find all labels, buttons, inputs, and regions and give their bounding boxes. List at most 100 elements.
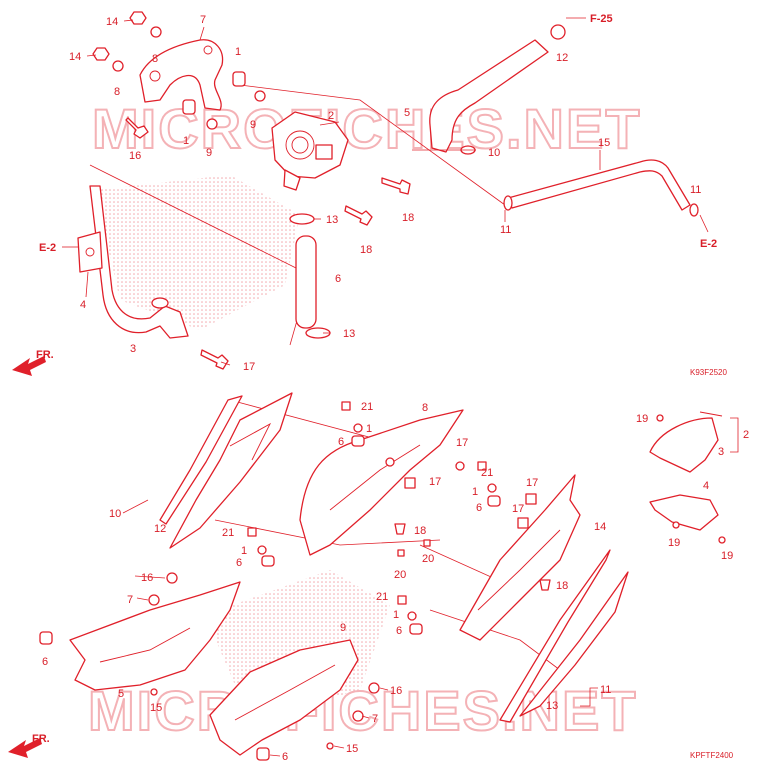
callout-label: 3 xyxy=(718,446,724,458)
callout-label: 12 xyxy=(154,523,166,535)
grommet-part-7[interactable] xyxy=(148,594,160,606)
leader-line xyxy=(220,361,231,366)
collar-part-9[interactable] xyxy=(206,118,218,130)
front-arrow-icon xyxy=(12,356,46,376)
grommet-part-1[interactable] xyxy=(182,99,196,115)
callout-label: 1 xyxy=(366,423,372,435)
grommet-part-7[interactable] xyxy=(352,710,364,722)
callout-label: 6 xyxy=(42,656,48,668)
screw-part-21[interactable] xyxy=(341,401,351,411)
callout-label: 18 xyxy=(414,525,426,537)
nut-part-14[interactable] xyxy=(129,11,147,25)
screw-part-21[interactable] xyxy=(247,527,257,537)
bracket-part-7[interactable] xyxy=(139,39,224,111)
cover-crease xyxy=(99,627,191,663)
washer-part-8[interactable] xyxy=(150,26,162,38)
side-cover-part-9[interactable] xyxy=(209,639,359,756)
side-cover-part-11[interactable] xyxy=(499,549,611,723)
callout-label: 1 xyxy=(472,486,478,498)
callout-label: 17 xyxy=(429,476,441,488)
clip-part-11[interactable] xyxy=(689,203,699,217)
grommet-part-1[interactable] xyxy=(353,423,363,433)
bolt-part-17[interactable] xyxy=(455,461,465,471)
grommet-part-1[interactable] xyxy=(257,545,267,555)
bolt-part-18[interactable] xyxy=(381,177,411,195)
cover-part-3[interactable] xyxy=(649,417,719,473)
clamp-part-13[interactable] xyxy=(289,213,315,225)
callout-label: 7 xyxy=(200,14,206,26)
callout-label: 16 xyxy=(141,572,153,584)
grommet-part-1[interactable] xyxy=(232,71,246,87)
screw-part-18[interactable] xyxy=(394,523,406,535)
callout-label: 11 xyxy=(500,224,511,236)
callout-label: 7 xyxy=(372,713,378,725)
callout-label: 15 xyxy=(150,702,162,714)
screw-part-19[interactable] xyxy=(672,521,680,529)
upper-references: F-25 E-2 E-2 FR. K93F2520 xyxy=(12,13,727,377)
bolt-part-17[interactable] xyxy=(525,493,537,505)
callout-label: 12 xyxy=(556,52,568,64)
bracket-hole xyxy=(85,247,95,257)
cover-crease xyxy=(234,664,336,721)
nut-part-14[interactable] xyxy=(92,47,110,61)
callout-label: 7 xyxy=(127,594,133,606)
hose-part-6[interactable] xyxy=(295,235,317,329)
callout-label: 21 xyxy=(222,527,234,539)
bolt-part-16[interactable] xyxy=(125,117,149,139)
washer-part-8[interactable] xyxy=(112,60,124,72)
screw-part-21[interactable] xyxy=(477,461,487,471)
valve-housing xyxy=(315,144,333,160)
callout-label: 20 xyxy=(394,569,406,581)
bracket-part-4[interactable] xyxy=(77,231,103,273)
bolt-part-16[interactable] xyxy=(368,682,380,694)
screw-part-18[interactable] xyxy=(539,579,551,591)
clip-part-12[interactable] xyxy=(550,24,566,40)
bolt-part-17[interactable] xyxy=(517,517,529,529)
callout-label: 5 xyxy=(118,688,124,700)
clip-part-11[interactable] xyxy=(503,195,513,211)
screw-part-19[interactable] xyxy=(718,536,726,544)
grommet-part-1[interactable] xyxy=(407,611,417,621)
hose-part-5[interactable] xyxy=(429,39,549,153)
grommet-part-1[interactable] xyxy=(487,483,497,493)
ref-arrow xyxy=(699,214,709,233)
bolt-part-17[interactable] xyxy=(404,477,416,489)
pipe-part-15[interactable] xyxy=(507,159,691,211)
collar-part-9[interactable] xyxy=(254,90,266,102)
callout-label: 13 xyxy=(343,328,355,340)
nut-part-6[interactable] xyxy=(409,623,423,635)
screw-part-15[interactable] xyxy=(150,688,158,696)
frame-cover-part-14[interactable] xyxy=(459,474,581,641)
ref-e2-right: E-2 xyxy=(700,238,717,250)
nut-part-6[interactable] xyxy=(261,555,275,567)
screw-part-19[interactable] xyxy=(656,414,664,422)
callout-label: 21 xyxy=(376,591,388,603)
screw-part-15[interactable] xyxy=(326,742,334,750)
screw-part-20[interactable] xyxy=(423,539,431,547)
callout-label: 1 xyxy=(393,609,399,621)
leader-bracket xyxy=(580,687,598,707)
bolt-part-16[interactable] xyxy=(166,572,178,584)
valve-part-2[interactable] xyxy=(271,111,349,179)
callout-label: 18 xyxy=(556,580,568,592)
side-cover-part-12[interactable] xyxy=(169,392,293,549)
grommet-part-6[interactable] xyxy=(256,747,270,761)
grommet-part-6[interactable] xyxy=(39,631,53,645)
cover-part-4[interactable] xyxy=(649,494,719,531)
callout-label: 17 xyxy=(456,437,468,449)
wing-logo-upper xyxy=(95,175,300,330)
side-cover-part-10[interactable] xyxy=(159,395,243,525)
nut-part-6[interactable] xyxy=(351,435,365,447)
front-label-upper: FR. xyxy=(36,349,54,361)
side-cover-part-13[interactable] xyxy=(519,571,629,717)
pipe-part-3[interactable] xyxy=(89,185,189,339)
nut-part-6[interactable] xyxy=(487,495,501,507)
side-cover-part-5[interactable] xyxy=(69,581,241,691)
bolt-part-17[interactable] xyxy=(200,349,229,370)
bolt-part-18[interactable] xyxy=(344,205,373,226)
inner-cover-part-8[interactable] xyxy=(299,409,464,556)
screw-part-21[interactable] xyxy=(397,595,407,605)
screw-part-20[interactable] xyxy=(397,549,405,557)
valve-port xyxy=(285,130,315,160)
callout-label: 14 xyxy=(69,51,81,63)
